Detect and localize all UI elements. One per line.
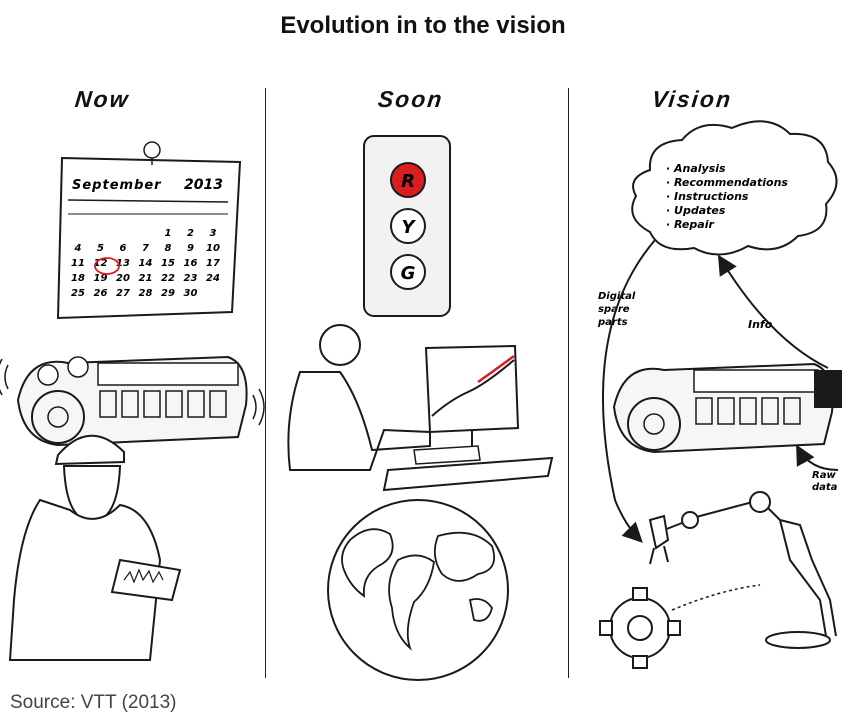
red-light bbox=[390, 162, 426, 198]
spare-parts-arrow bbox=[602, 239, 656, 543]
analyst-at-computer bbox=[287, 324, 554, 492]
label-spare: spare bbox=[598, 304, 630, 315]
calendar-day: 2 bbox=[187, 228, 194, 239]
cloud-item: · Repair bbox=[666, 218, 714, 231]
calendar-day: 23 bbox=[184, 273, 198, 284]
info-arrow bbox=[717, 254, 829, 369]
column-divider bbox=[265, 88, 266, 678]
column-divider bbox=[568, 88, 569, 678]
raw-data-arrow bbox=[796, 444, 839, 471]
calendar-day: 22 bbox=[161, 273, 175, 284]
calendar-day: 29 bbox=[161, 288, 175, 299]
source-caption: Source: VTT (2013) bbox=[10, 692, 177, 713]
raw-data-label-2: data bbox=[812, 482, 838, 493]
calendar-day: 20 bbox=[116, 273, 130, 284]
calendar-day: 30 bbox=[184, 288, 198, 299]
label-digital: Digital bbox=[598, 291, 636, 302]
cloud-item: · Instructions bbox=[666, 190, 749, 203]
calendar-day: 14 bbox=[139, 258, 153, 269]
engine-now bbox=[0, 355, 265, 447]
calendar-day: 26 bbox=[94, 288, 108, 299]
calendar-day: 16 bbox=[184, 258, 198, 269]
calendar-day: 3 bbox=[210, 228, 217, 239]
calendar-day: 9 bbox=[187, 243, 194, 254]
sensor-box bbox=[814, 370, 842, 408]
light-label-yellow: Y bbox=[401, 217, 416, 238]
calendar-day: 13 bbox=[116, 258, 130, 269]
info-label: Info bbox=[748, 318, 773, 331]
calendar-day: 12 bbox=[94, 258, 108, 269]
light-label-green: G bbox=[401, 263, 416, 284]
diagram-title: Evolution in to the vision bbox=[280, 12, 566, 39]
engine-vision bbox=[612, 362, 842, 454]
calendar-day: 4 bbox=[74, 243, 82, 254]
calendar-day: 21 bbox=[139, 273, 153, 284]
calendar-day: 5 bbox=[97, 243, 104, 254]
calendar-day: 17 bbox=[206, 258, 220, 269]
calendar-day: 10 bbox=[206, 243, 220, 254]
calendar-day: 27 bbox=[116, 288, 130, 299]
raw-data-label-1: Raw bbox=[812, 470, 836, 481]
robot-arm bbox=[648, 491, 837, 649]
calendar-day: 28 bbox=[139, 288, 153, 299]
calendar-day: 11 bbox=[71, 258, 85, 269]
calendar-day: 25 bbox=[71, 288, 85, 299]
calendar-day: 6 bbox=[120, 243, 127, 254]
globe bbox=[327, 499, 509, 681]
yellow-light bbox=[390, 208, 426, 244]
calendar-year: 2013 bbox=[184, 177, 223, 193]
calendar-day: 1 bbox=[165, 228, 172, 239]
worker-with-tablet bbox=[8, 434, 182, 661]
calendar-day: 19 bbox=[94, 273, 108, 284]
cloud-item: · Analysis bbox=[666, 162, 726, 175]
cloud-item: · Recommendations bbox=[666, 176, 788, 189]
calendar-day: 24 bbox=[206, 273, 220, 284]
calendar-day: 8 bbox=[165, 243, 172, 254]
traffic-light: R Y G bbox=[363, 135, 451, 317]
info-cloud: · Analysis· Recommendations· Instruction… bbox=[631, 120, 838, 256]
calendar-day: 15 bbox=[161, 258, 175, 269]
gear-connection-path bbox=[671, 584, 761, 611]
cloud-item: · Updates bbox=[666, 204, 726, 217]
calendar-day: 7 bbox=[142, 243, 149, 254]
light-label-red: R bbox=[401, 171, 415, 192]
cloud-item-list: · Analysis· Recommendations· Instruction… bbox=[666, 162, 788, 231]
gear-icon bbox=[599, 587, 681, 669]
calendar-day: 18 bbox=[71, 273, 85, 284]
calendar-month: September bbox=[72, 178, 162, 193]
highlighted-date-circle bbox=[94, 257, 120, 275]
green-light bbox=[390, 254, 426, 290]
